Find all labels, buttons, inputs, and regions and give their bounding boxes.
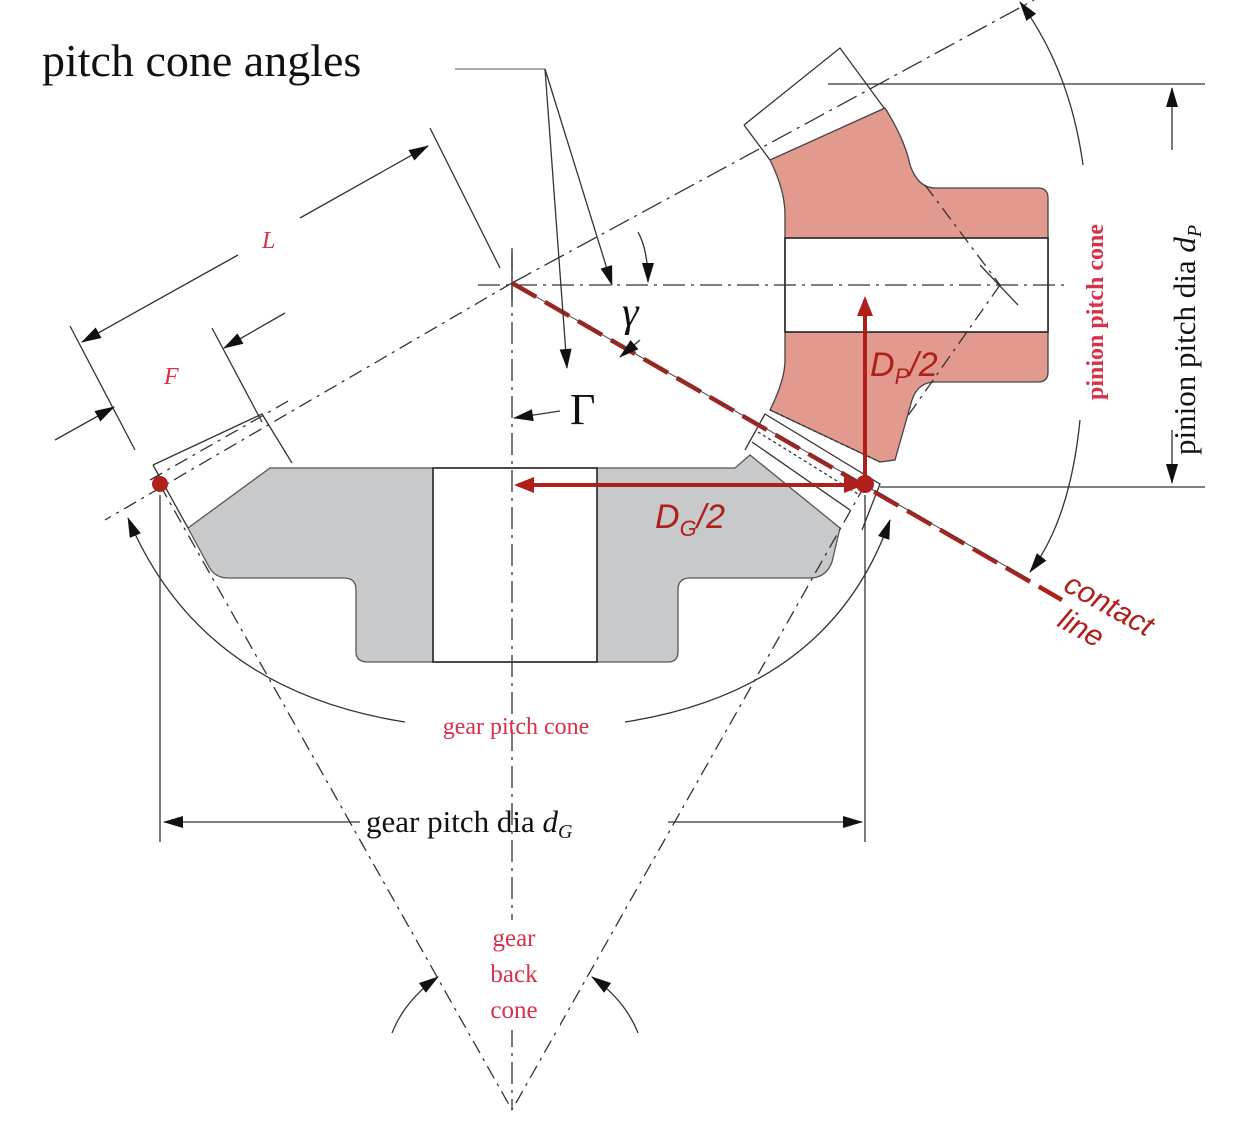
pinion-back-cone-tick: [979, 264, 1019, 306]
pinion-pitch-cone-arc: pinion pitch cone: [1019, 1, 1109, 573]
gear-pitch-cone-label: gear pitch cone: [443, 714, 590, 740]
pinion-back-cone-lower: [904, 284, 1001, 421]
contact-line: [510, 281, 1064, 602]
F-ext-right: [211, 327, 263, 423]
L-label: L: [261, 228, 275, 254]
leader-to-gamma: [544, 68, 613, 286]
Gamma-arrow: [513, 409, 561, 422]
pinion-outer-cone-line: [511, 0, 1035, 284]
L-arrow-right: [299, 145, 429, 219]
pinion-back-cone-upper: [924, 184, 1001, 286]
L-ext-right: [429, 127, 501, 269]
pinion-body: [743, 47, 1049, 463]
gear-back-cone-label-2: back: [490, 961, 538, 988]
gear-outer-cone-line: [104, 282, 513, 521]
gamma-label: γ: [622, 290, 640, 336]
gamma-angle: γ: [619, 231, 654, 358]
gear-pitch-cone-arc-right: [624, 519, 891, 723]
dimension-F: F: [54, 312, 286, 441]
back-cone-label-bg: [470, 920, 560, 1030]
gear-pitch-cone-arc-left: [127, 517, 406, 723]
gamma-arrow-bottom: [619, 339, 641, 358]
gear-body: [152, 413, 881, 663]
contact-point-marker: [856, 475, 874, 493]
DG-half-label: DG/2: [655, 498, 725, 541]
gear-pitch-dia-dimension: gear pitch dia dG: [159, 495, 866, 843]
contact-line-label: contact line: [1053, 567, 1161, 654]
gamma-arrow-top: [637, 231, 654, 283]
gear-pitch-cone-arc: gear pitch cone: [127, 517, 891, 740]
pinion-pitch-cone-arc-lower: [1029, 419, 1081, 573]
pinion-pitch-cone-label: pinion pitch cone: [1083, 224, 1109, 400]
gear-back-cone: gear back cone: [391, 920, 639, 1034]
L-ext-left: [69, 325, 136, 451]
gear-bore: [432, 467, 598, 663]
pinion-pitch-cone-arc-upper: [1019, 1, 1084, 166]
face-dash-line: [149, 399, 291, 481]
gear-pitch-point-marker: [152, 476, 168, 492]
gear-pitch-dia-label: gear pitch dia dG: [366, 804, 573, 843]
leader-to-Gamma: [544, 68, 572, 369]
F-arrow-in-right: [223, 312, 286, 349]
gear-back-cone-right: [511, 484, 866, 1111]
dimension-L: L: [69, 127, 501, 451]
back-cone-arrow-right: [591, 976, 639, 1034]
pinion-pitch-dia-dimension: pinion pitch dia dP: [828, 83, 1206, 488]
DG-half-dimension: DG/2: [514, 477, 864, 541]
F-arrow-in-left: [54, 406, 115, 441]
Gamma-angle: Γ: [513, 385, 595, 434]
back-cone-arrow-left: [391, 976, 439, 1034]
gear-back-cone-label-1: gear: [492, 925, 536, 952]
pitch-cone-angles-label: pitch cone angles: [42, 35, 361, 86]
L-arrow-left: [81, 254, 239, 343]
DP-half-label: DP/2: [870, 346, 938, 389]
F-label: F: [163, 364, 179, 390]
Gamma-label: Γ: [570, 385, 595, 434]
DP-half-dimension: DP/2: [857, 296, 938, 480]
pinion-pitch-dia-label: pinion pitch dia dP: [1167, 225, 1206, 455]
gear-back-cone-label-3: cone: [490, 997, 537, 1024]
pitch-cone-angles-annotation: pitch cone angles: [42, 35, 613, 369]
pitch-line: [511, 282, 1031, 581]
gear-back-cone-left: [159, 484, 513, 1111]
